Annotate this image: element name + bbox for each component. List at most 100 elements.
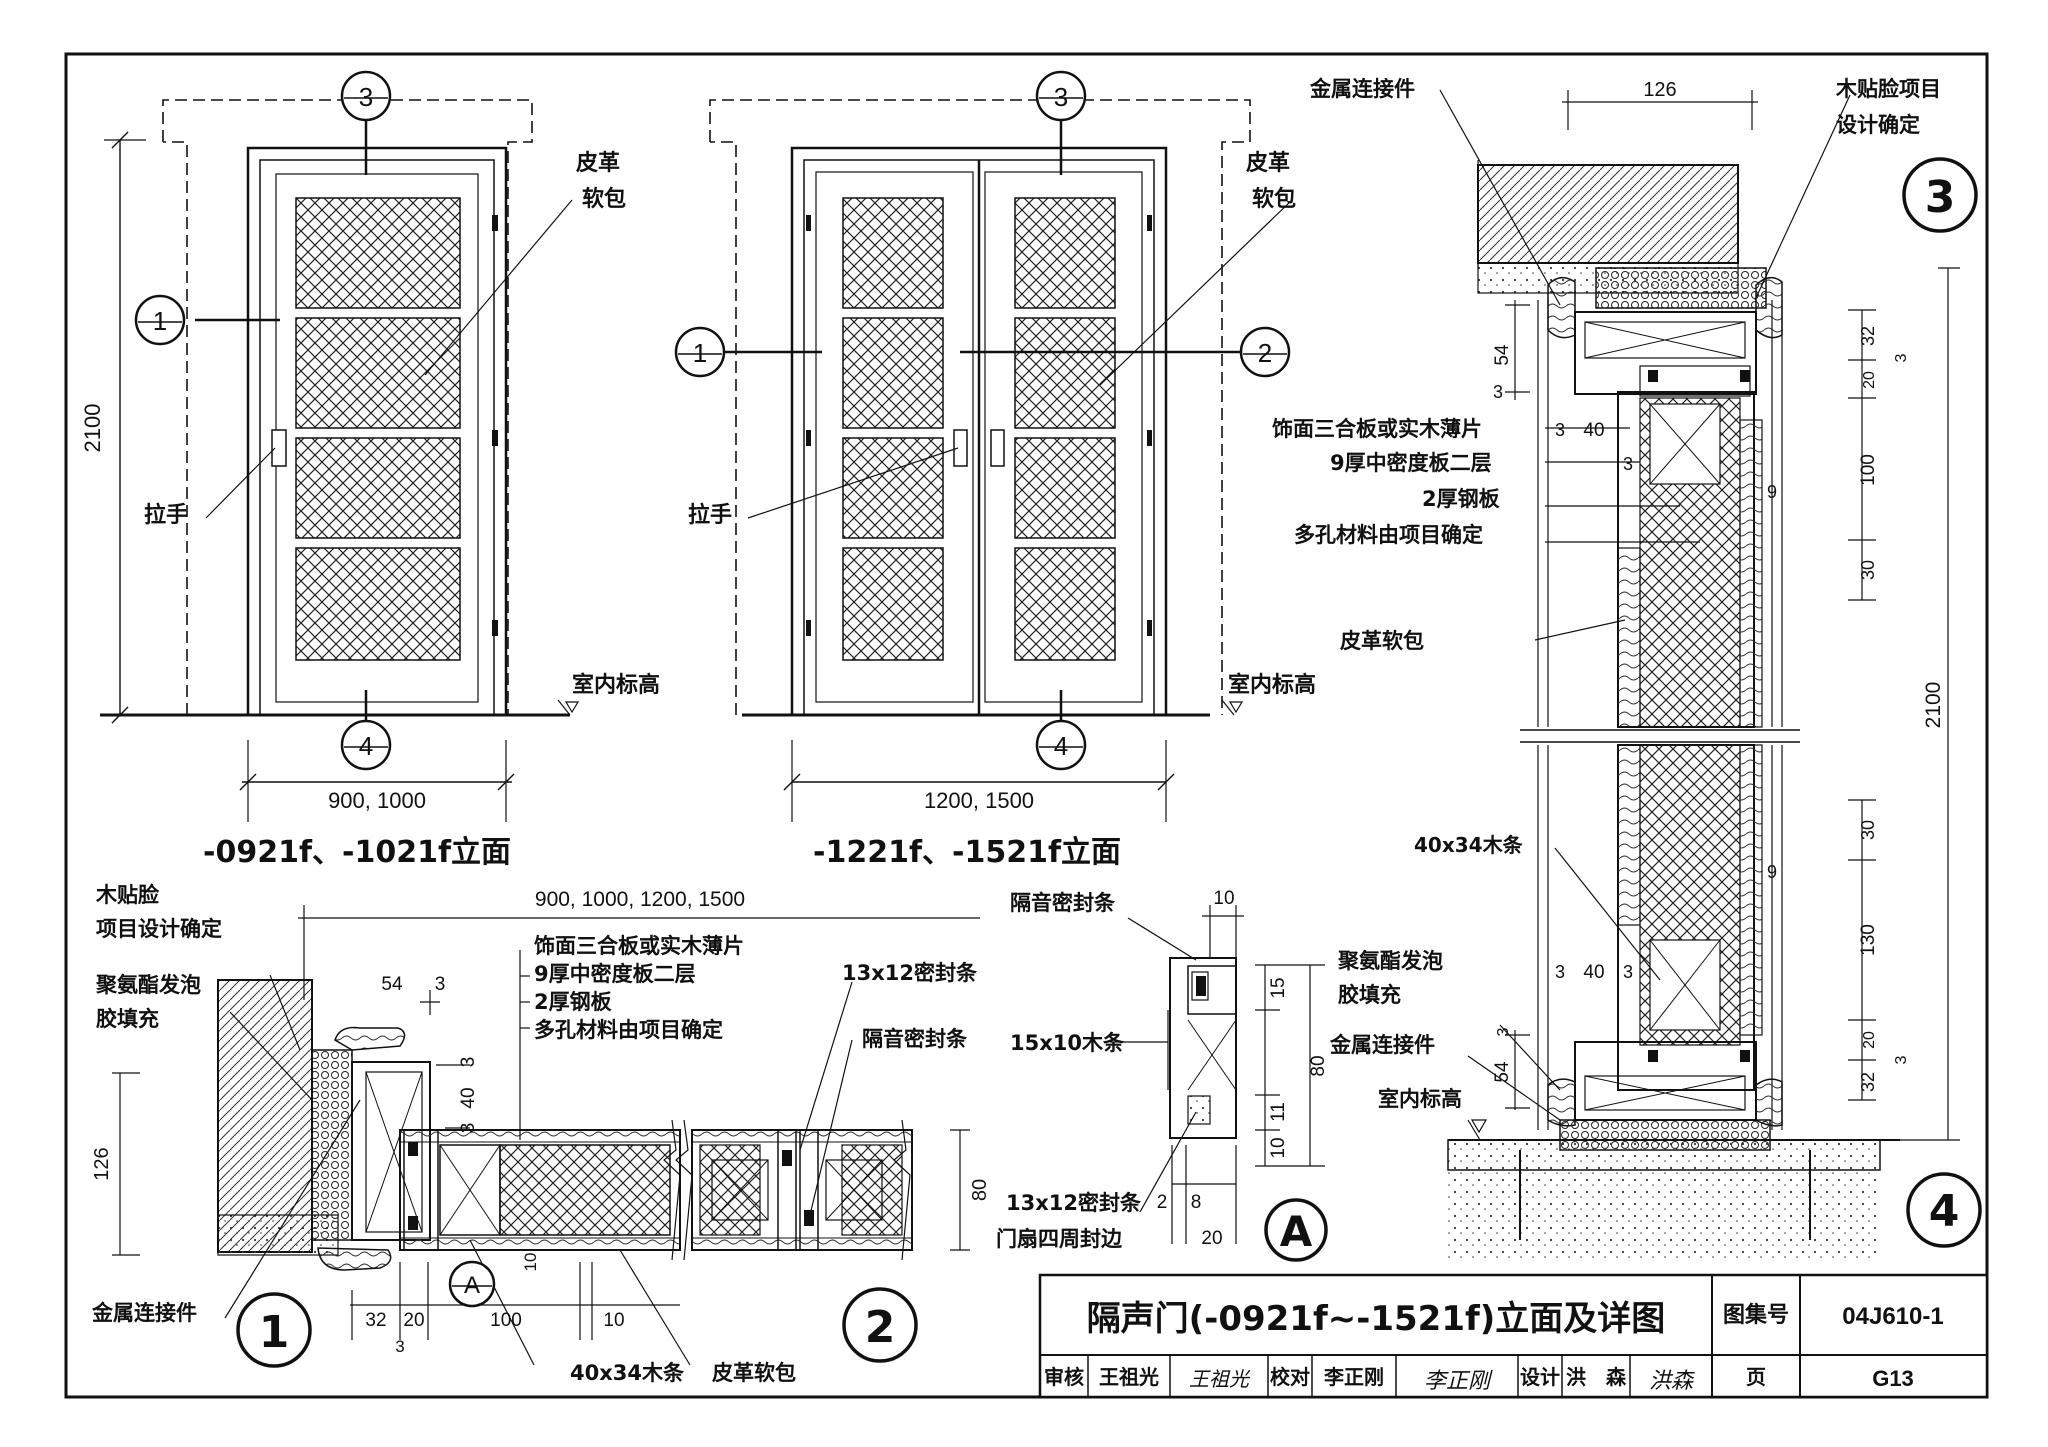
floor34-label: 室内标高 xyxy=(1378,1087,1462,1111)
sheet-border xyxy=(64,52,1989,1399)
marker-1-left: 1 xyxy=(153,306,167,336)
dim-3b: 3 xyxy=(458,1057,479,1068)
dim-10b: 10 xyxy=(603,1310,624,1331)
detail-number-4: 4 xyxy=(1929,1186,1960,1237)
reviewer-name: 王祖光 xyxy=(1099,1365,1159,1389)
dim-20: 20 xyxy=(403,1310,424,1331)
d34-9b: 9 xyxy=(1767,862,1777,882)
caption-right: -1221f、-1521f立面 xyxy=(813,835,1121,870)
foam-label-1: 聚氨酯发泡 xyxy=(95,973,201,997)
facing-label-2: 项目设计确定 xyxy=(96,917,222,941)
marker-4-right: 4 xyxy=(1054,731,1068,761)
layer-2: 9厚中密度板二层 xyxy=(534,962,696,986)
width-126: 126 xyxy=(1643,79,1676,101)
facing-top-2: 设计确定 xyxy=(1836,113,1920,137)
handle-label: 拉手 xyxy=(144,502,188,528)
d34-54: 54 xyxy=(1492,344,1513,366)
detail-number-2: 2 xyxy=(865,1302,896,1353)
handle-label-r: 拉手 xyxy=(688,502,732,528)
detailA-seal: 13x12密封条 xyxy=(1006,1191,1142,1215)
leather-label-r1: 皮革 xyxy=(1246,150,1290,176)
dim-126: 126 xyxy=(91,1147,113,1180)
marker-3-right: 3 xyxy=(1054,82,1068,112)
designer-name: 洪 森 xyxy=(1566,1365,1627,1389)
dim-54: 54 xyxy=(381,974,403,995)
marker-1-right: 1 xyxy=(693,338,707,368)
detailA-dim-20: 20 xyxy=(1201,1228,1222,1249)
leather-label-r2: 软包 xyxy=(1252,186,1296,212)
detailA-acoustic-seal: 隔音密封条 xyxy=(1010,891,1116,915)
dim-3c: 3 xyxy=(458,1123,479,1134)
marker-4-left: 4 xyxy=(359,731,373,761)
detail-number-3: 3 xyxy=(1925,172,1956,223)
leather-label-2: 软包 xyxy=(582,186,626,212)
detailA-dim-10: 10 xyxy=(1213,888,1234,909)
d34-3e: 3 xyxy=(1555,962,1565,982)
floor-label: 室内标高 xyxy=(572,672,660,698)
foam34-label-1: 聚氨酯发泡 xyxy=(1337,949,1443,973)
foam-label-2: 胶填充 xyxy=(96,1007,159,1031)
d34-20b: 20 xyxy=(1861,1031,1878,1049)
review-label: 审核 xyxy=(1044,1365,1084,1389)
height-dim: 2100 xyxy=(80,404,105,453)
title-block xyxy=(1038,1273,1989,1399)
d34-3f: 3 xyxy=(1623,962,1633,982)
atlas-label: 图集号 xyxy=(1723,1302,1789,1328)
dim-10a: 10 xyxy=(521,1253,540,1272)
detailA-dim-80: 80 xyxy=(1308,1055,1329,1076)
detailA-dim-10b: 10 xyxy=(1268,1137,1289,1158)
dim-100: 100 xyxy=(490,1310,522,1331)
d34-3b: 3 xyxy=(1555,420,1565,440)
layer-4: 多孔材料由项目确定 xyxy=(534,1018,723,1042)
detailA-edge: 门扇四周封边 xyxy=(996,1227,1123,1251)
facing-top-1: 木贴脸项目 xyxy=(1835,77,1941,101)
dim-3d: 3 xyxy=(395,1337,404,1356)
connector-top-label: 金属连接件 xyxy=(1309,77,1415,101)
layer34-3: 2厚钢板 xyxy=(1422,487,1501,511)
width-dim: 900, 1000 xyxy=(328,788,426,813)
page-number: G13 xyxy=(1872,1366,1914,1391)
d34-9a: 9 xyxy=(1767,482,1777,502)
layer-3: 2厚钢板 xyxy=(534,990,613,1014)
layer34-1: 饰面三合板或实木薄片 xyxy=(1272,417,1482,441)
d34-30b: 30 xyxy=(1858,820,1878,840)
d34-40b: 40 xyxy=(1583,962,1604,983)
layer34-2: 9厚中密度板二层 xyxy=(1330,451,1492,475)
d34-32b: 32 xyxy=(1858,1072,1878,1092)
acoustic-seal-label: 隔音密封条 xyxy=(862,1027,968,1051)
reviewer-signature: 王祖光 xyxy=(1189,1367,1251,1391)
d34-100: 100 xyxy=(1858,454,1879,486)
d34-3d: 3 xyxy=(1893,353,1910,362)
d34-130: 130 xyxy=(1858,924,1879,956)
strip34-label: 40x34木条 xyxy=(1414,833,1524,857)
d34-3g: 3 xyxy=(1495,1027,1512,1036)
connector-bottom-label: 金属连接件 xyxy=(1329,1033,1435,1057)
detailA-dim-11: 11 xyxy=(1268,1102,1289,1122)
dim-80: 80 xyxy=(969,1179,991,1201)
d34-3h: 3 xyxy=(1893,1055,1910,1064)
detail-3-4-section xyxy=(1439,89,1960,1260)
elevation-single-door xyxy=(100,99,580,822)
detailA-letter: A xyxy=(1280,1207,1313,1256)
elevation-double-door xyxy=(709,99,1293,822)
dim-3a: 3 xyxy=(435,974,446,995)
layer-1: 饰面三合板或实木薄片 xyxy=(534,934,744,958)
page-label: 页 xyxy=(1746,1365,1766,1389)
layer34-4: 多孔材料由项目确定 xyxy=(1294,523,1483,547)
width-dim-r: 1200, 1500 xyxy=(924,788,1034,813)
section-markers xyxy=(134,70,1982,1368)
dim-32: 32 xyxy=(365,1310,386,1331)
floor-label-r: 室内标高 xyxy=(1228,672,1316,698)
marker-2-right: 2 xyxy=(1258,338,1272,368)
designer-signature: 洪森 xyxy=(1649,1369,1695,1394)
d34-3a: 3 xyxy=(1493,382,1503,402)
checker-signature: 李正刚 xyxy=(1424,1369,1493,1394)
leather34-label: 皮革软包 xyxy=(1340,629,1424,653)
sheet-title: 隔声门(-0921f~-1521f)立面及详图 xyxy=(1087,1299,1666,1339)
seal-13x12-label: 13x12密封条 xyxy=(842,961,978,985)
detail-1-2-section xyxy=(112,905,980,1366)
checker-name: 李正刚 xyxy=(1323,1365,1384,1389)
d34-32: 32 xyxy=(1858,326,1878,346)
d34-3c: 3 xyxy=(1623,454,1633,474)
